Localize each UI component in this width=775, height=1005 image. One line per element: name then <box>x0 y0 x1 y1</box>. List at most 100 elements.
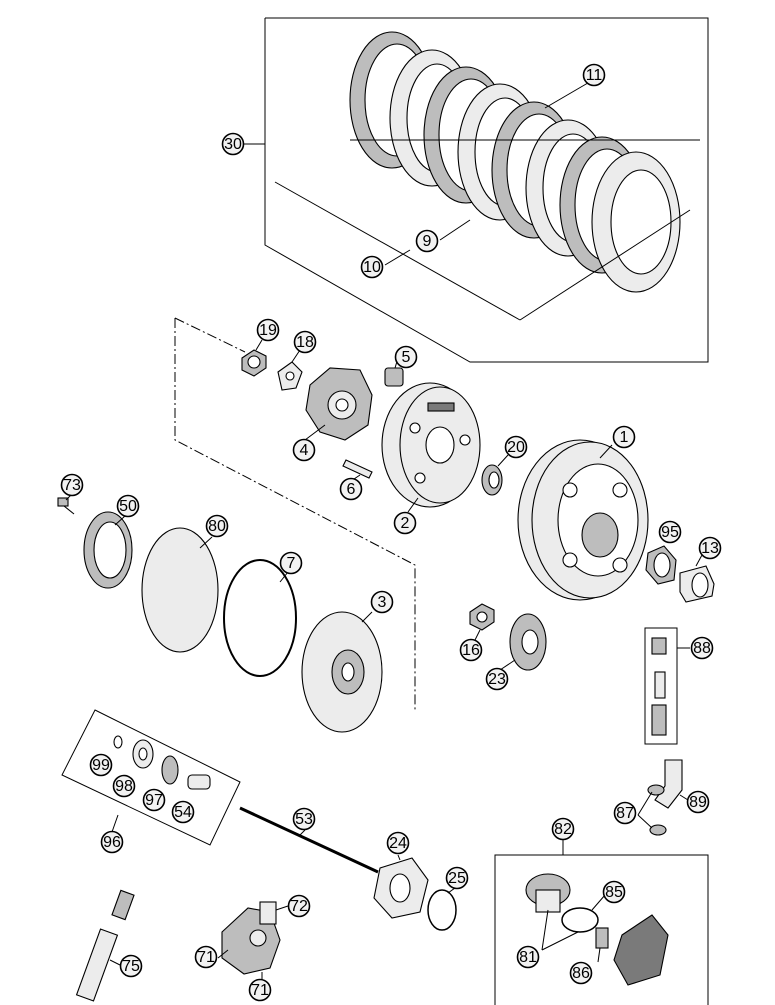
bushing-95 <box>645 545 677 585</box>
callout-72: 72 <box>287 894 311 918</box>
callout-label: 2 <box>401 515 410 532</box>
callout-circle <box>459 638 483 662</box>
gear-23 <box>509 613 547 671</box>
callout-circle <box>602 880 626 904</box>
callout-10: 10 <box>360 255 384 279</box>
callout-label: 97 <box>145 792 163 809</box>
callout-71: 71 <box>248 978 272 1002</box>
gasket-80 <box>141 527 219 653</box>
callout-circle <box>60 473 84 497</box>
callout-circle <box>698 536 722 560</box>
callout-4: 4 <box>292 438 316 462</box>
callout-circle <box>690 636 714 660</box>
callout-19: 19 <box>256 318 280 342</box>
callout-circle <box>112 774 136 798</box>
callout-circle <box>171 800 195 824</box>
callout-circle <box>485 667 509 691</box>
callout-73: 73 <box>60 473 84 497</box>
callout-circle <box>370 590 394 614</box>
callout-54: 54 <box>171 800 195 824</box>
callout-23: 23 <box>485 667 509 691</box>
callout-85: 85 <box>602 880 626 904</box>
gasket-24 <box>373 857 429 919</box>
rod-53 <box>239 806 379 874</box>
callout-label: 81 <box>519 949 537 966</box>
callout-25: 25 <box>445 866 469 890</box>
callout-circle <box>256 318 280 342</box>
callout-label: 20 <box>507 439 525 456</box>
slave-cylinder <box>221 901 281 975</box>
callout-label: 98 <box>115 778 133 795</box>
washer-18 <box>277 361 303 391</box>
ring-25 <box>427 889 457 931</box>
callout-circle <box>221 132 245 156</box>
callout-circle <box>287 894 311 918</box>
callout-circle <box>582 63 606 87</box>
callout-81: 81 <box>516 945 540 969</box>
screw-73 <box>57 497 75 515</box>
kit-82-frame <box>494 840 709 1005</box>
callout-24: 24 <box>386 831 410 855</box>
washer-20 <box>481 464 503 496</box>
callout-80: 80 <box>205 514 229 538</box>
nut-19 <box>241 349 267 377</box>
callout-circle <box>612 425 636 449</box>
kit-88-parts <box>651 637 667 736</box>
callout-label: 88 <box>693 640 711 657</box>
callout-circle <box>292 807 316 831</box>
callout-circle <box>516 945 540 969</box>
callout-label: 11 <box>586 67 603 84</box>
callout-label: 54 <box>174 804 192 821</box>
callout-label: 53 <box>295 811 313 828</box>
callout-label: 4 <box>300 442 309 459</box>
callout-82: 82 <box>551 817 575 841</box>
callout-label: 30 <box>224 136 242 153</box>
callout-circle <box>386 831 410 855</box>
callout-label: 6 <box>347 481 356 498</box>
callout-87: 87 <box>613 801 637 825</box>
callout-16: 16 <box>459 638 483 662</box>
callout-label: 24 <box>389 835 407 852</box>
callout-label: 75 <box>122 958 140 975</box>
kit-82-parts <box>525 873 669 986</box>
kit-88-frame <box>644 627 690 745</box>
hub-4 <box>305 367 373 441</box>
callout-label: 7 <box>287 555 296 572</box>
syringe-75 <box>75 889 135 1002</box>
callout-20: 20 <box>504 435 528 459</box>
callout-label: 96 <box>103 834 121 851</box>
callout-label: 71 <box>197 949 215 966</box>
callout-circle <box>415 229 439 253</box>
callout-1: 1 <box>612 425 636 449</box>
callout-label: 9 <box>423 233 432 250</box>
callout-label: 1 <box>620 429 629 446</box>
inner-hub-2 <box>381 382 481 508</box>
callout-label: 10 <box>363 259 381 276</box>
callout-circle <box>393 511 417 535</box>
callout-label: 80 <box>208 518 226 535</box>
callout-circle <box>119 954 143 978</box>
callout-86: 86 <box>569 961 593 985</box>
callout-label: 72 <box>290 898 308 915</box>
callout-circle <box>339 477 363 501</box>
callout-50: 50 <box>116 494 140 518</box>
callout-circle <box>100 830 124 854</box>
callout-label: 89 <box>689 794 707 811</box>
callout-circle <box>613 801 637 825</box>
callout-96: 96 <box>100 830 124 854</box>
callout-circle <box>658 520 682 544</box>
callout-11: 11 <box>582 63 606 87</box>
callout-label: 3 <box>378 594 387 611</box>
callout-circle <box>292 438 316 462</box>
callout-circle <box>248 978 272 1002</box>
callout-label: 19 <box>259 322 277 339</box>
callout-2: 2 <box>393 511 417 535</box>
callout-label: 82 <box>554 821 572 838</box>
cap-5 <box>384 367 404 387</box>
cover-3 <box>301 611 383 733</box>
callout-label: 13 <box>701 540 719 557</box>
callout-13: 13 <box>698 536 722 560</box>
callout-label: 23 <box>488 671 506 688</box>
callout-label: 86 <box>572 965 590 982</box>
